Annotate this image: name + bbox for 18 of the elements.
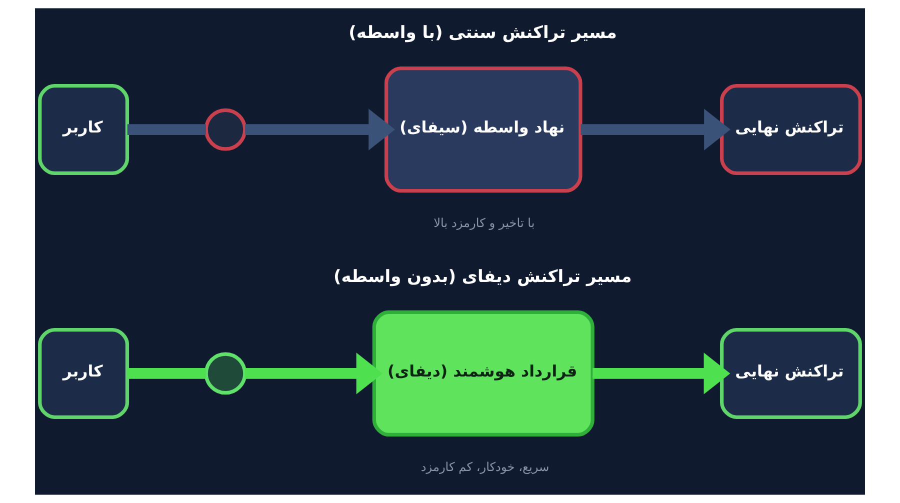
node-box: کاربر [38,328,130,419]
node-label: با تاخیر و کارمزد بالا [434,216,535,230]
node-circle [204,108,247,151]
arrow [592,352,730,394]
connector [127,124,206,136]
arrow [245,108,396,150]
label: مسیر تراکنش دیفای (بدون واسطه) [334,267,632,288]
arrow [245,352,383,394]
arrow [580,108,730,150]
node-box: نهاد واسطه (سیفای) [384,66,582,193]
node-box: تراکنش نهایی [720,84,862,176]
node-circle [204,352,247,395]
node-box: کاربر [38,84,130,176]
label: مسیر تراکنش سنتی (با واسطه) [348,23,617,44]
connector [127,368,206,379]
node-box: تراکنش نهایی [720,328,862,419]
node-label: سریع، خودکار، کم کارمزد [420,460,550,474]
node-box: قرارداد هوشمند (دیفای) [372,310,594,437]
